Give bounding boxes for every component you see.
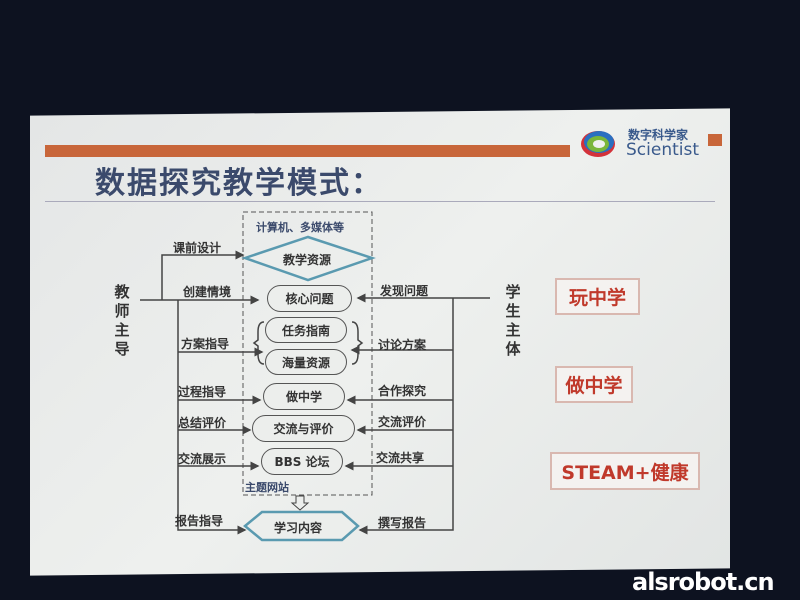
student-action: 交流共享 — [376, 451, 425, 465]
highlight-box: STEAM+健康 — [550, 452, 700, 490]
teacher-action: 总结评价 — [178, 416, 227, 430]
highlight-box: 做中学 — [555, 366, 633, 403]
scientist-logo-icon — [578, 122, 618, 162]
student-action: 交流评价 — [378, 415, 427, 429]
output-node: 学习内容 — [274, 521, 323, 535]
title-divider — [45, 201, 715, 202]
watermark: alsrobot.cn — [632, 568, 775, 596]
teacher-action: 报告指导 — [175, 514, 224, 528]
center-node: 交流与评价 — [252, 415, 355, 442]
slide-title: 数据探究教学模式： — [95, 166, 383, 201]
platform-label: 计算机、多媒体等 — [256, 221, 344, 234]
student-role: 学生主体 — [505, 283, 521, 358]
center-node: 海量资源 — [265, 349, 347, 375]
student-action: 讨论方案 — [378, 338, 427, 352]
teacher-action: 方案指导 — [181, 337, 230, 351]
student-action: 撰写报告 — [378, 516, 427, 530]
logo-cn: 数字科学家 — [628, 128, 689, 142]
center-node: BBS 论坛 — [261, 448, 343, 475]
student-action: 发现问题 — [380, 284, 429, 298]
center-node: 任务指南 — [265, 317, 347, 343]
logo-en: Scientist — [626, 140, 700, 160]
center-node: 做中学 — [263, 383, 345, 410]
resource-node: 教学资源 — [283, 253, 332, 267]
website-label: 主题网站 — [245, 481, 289, 494]
teacher-action: 交流展示 — [178, 452, 227, 466]
center-node: 核心问题 — [267, 285, 352, 312]
header-bar-end — [708, 134, 722, 146]
student-action: 合作探究 — [378, 384, 427, 398]
header-bar — [45, 145, 570, 157]
highlight-box: 玩中学 — [555, 278, 640, 315]
teacher-action: 过程指导 — [178, 385, 227, 399]
teacher-action: 课前设计 — [173, 241, 222, 255]
teacher-role: 教师主导 — [114, 283, 130, 358]
teacher-action: 创建情境 — [183, 285, 232, 299]
